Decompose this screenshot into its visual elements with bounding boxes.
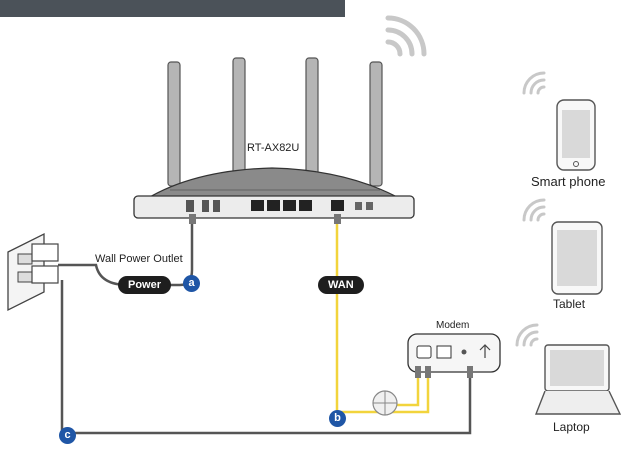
modem-plug [467, 366, 473, 378]
router-antenna [305, 57, 319, 187]
router-model-label: RT-AX82U [247, 142, 300, 154]
wifi-icon [522, 198, 546, 222]
router-port [202, 200, 209, 212]
router-antenna [232, 57, 246, 187]
router-port [283, 200, 296, 211]
router-port [213, 200, 220, 212]
tablet-icon [551, 221, 603, 295]
router-port [186, 200, 194, 212]
step-badge-b: b [329, 410, 346, 427]
power-plug [31, 243, 59, 262]
router-antenna [167, 61, 181, 187]
header-band [0, 0, 345, 17]
router-port [299, 200, 312, 211]
modem-port [436, 345, 452, 359]
router-port [251, 200, 264, 211]
router-icon [133, 57, 415, 219]
wan-plug [334, 214, 341, 224]
step-badge-c: c [59, 427, 76, 444]
modem-label: Modem [436, 320, 470, 331]
modem-plug [415, 366, 421, 378]
wifi-icon [385, 15, 427, 57]
modem-port [416, 345, 432, 359]
modem-plug [425, 366, 431, 378]
router-antenna [369, 61, 383, 187]
router-port [267, 200, 280, 211]
phone-jack-icon [372, 390, 398, 416]
wall-outlet-label: Wall Power Outlet [95, 253, 183, 265]
modem-icon [407, 333, 501, 378]
tablet-label: Tablet [553, 297, 586, 311]
power-plug [189, 214, 196, 224]
power-plug [31, 265, 59, 284]
router-wan-port [331, 200, 344, 211]
laptop-icon [534, 344, 622, 415]
wall-outlet-icon [7, 232, 59, 312]
laptop-label: Laptop [553, 420, 590, 434]
smartphone-icon [556, 99, 596, 171]
wifi-icon [515, 323, 539, 347]
power-cable [58, 220, 472, 435]
wan-tag: WAN [318, 276, 364, 294]
wifi-icon [522, 71, 546, 95]
wan-cable [335, 215, 430, 414]
power-tag: Power [118, 276, 172, 294]
step-badge-a: a [183, 275, 200, 292]
router-port [355, 202, 362, 210]
router-port [366, 202, 373, 210]
smart-phone-label: Smart phone [531, 174, 606, 189]
